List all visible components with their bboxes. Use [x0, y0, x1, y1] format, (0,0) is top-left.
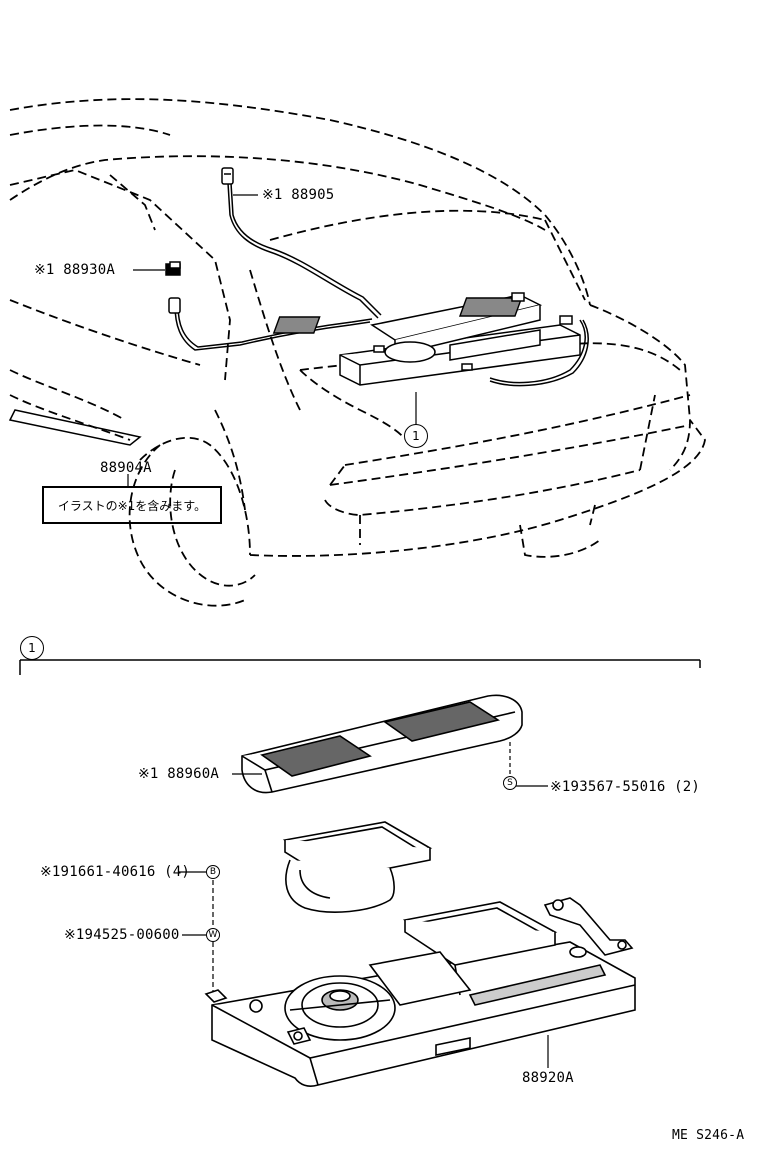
page-code: ME S246-A	[672, 1128, 745, 1143]
label-88920a: 88920A	[522, 1070, 574, 1086]
callout-s-screw: S	[503, 776, 517, 790]
label-88905: ※1 88905	[262, 187, 335, 203]
callout-b-bolt: B	[206, 865, 220, 879]
leader-lines-top	[127, 194, 258, 486]
label-88960a: ※1 88960A	[138, 766, 219, 782]
side-molding	[8, 409, 142, 446]
callout-w-label: W	[208, 930, 218, 940]
label-88904a: 88904A	[100, 460, 152, 476]
connector-88905	[221, 167, 234, 185]
callout-w-washer: W	[206, 928, 220, 942]
label-193567: ※193567-55016 (2)	[550, 779, 700, 795]
callout-1-section: 1	[20, 636, 44, 660]
label-88930a: ※1 88930A	[34, 262, 115, 278]
connector-lower	[168, 297, 181, 314]
callout-1-car-label: 1	[412, 429, 420, 443]
leader-bolt-washer	[178, 871, 214, 992]
speaker-cover-88960a	[241, 694, 523, 794]
speaker-box-88920a	[204, 897, 636, 1087]
section-bracket	[19, 659, 701, 675]
label-194525: ※194525-00600	[64, 927, 180, 943]
note-box: イラストの※1を含みます。	[42, 486, 222, 524]
rear-speaker-on-car	[272, 292, 581, 386]
label-191661: ※191661-40616 (4)	[40, 864, 190, 880]
speaker-grille-frame	[282, 821, 433, 913]
note-text: イラストの※1を含みます。	[57, 498, 207, 513]
wire-harness-88904a	[174, 182, 589, 387]
car-body-outline	[9, 98, 706, 607]
callout-1-section-label: 1	[28, 641, 36, 655]
callout-1-car: 1	[404, 424, 428, 448]
connector-88930a	[165, 261, 181, 276]
callout-b-label: B	[209, 867, 217, 877]
callout-s-label: S	[507, 778, 513, 788]
